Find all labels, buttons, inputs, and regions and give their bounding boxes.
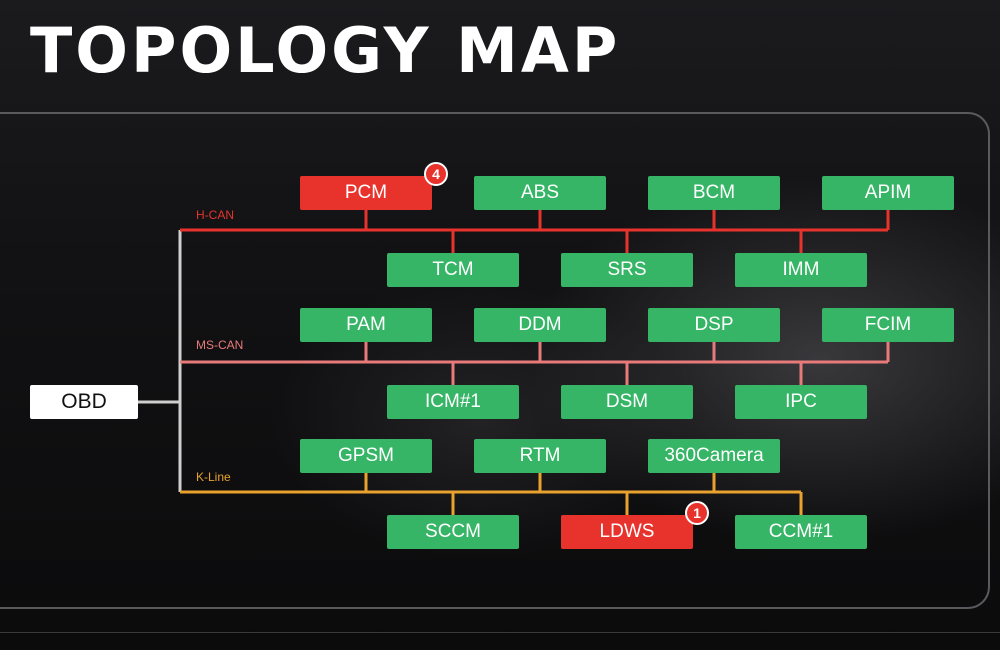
module-gpsm[interactable]: GPSM — [300, 439, 432, 473]
module-rtm[interactable]: RTM — [474, 439, 606, 473]
divider — [0, 632, 1000, 633]
module-tcm[interactable]: TCM — [387, 253, 519, 287]
module-ddm[interactable]: DDM — [474, 308, 606, 342]
module-apim[interactable]: APIM — [822, 176, 954, 210]
module-fcim[interactable]: FCIM — [822, 308, 954, 342]
module-pam[interactable]: PAM — [300, 308, 432, 342]
module-ipc[interactable]: IPC — [735, 385, 867, 419]
module-srs[interactable]: SRS — [561, 253, 693, 287]
fault-count-badge: 1 — [685, 501, 709, 525]
bus-label-mscan: MS-CAN — [196, 338, 244, 352]
obd-port[interactable]: OBD — [30, 385, 138, 419]
module-dsp[interactable]: DSP — [648, 308, 780, 342]
module-pcm[interactable]: PCM — [300, 176, 432, 210]
module-bcm[interactable]: BCM — [648, 176, 780, 210]
page-title: TOPOLOGY MAP — [30, 14, 621, 87]
bus-label-hcan: H-CAN — [196, 208, 234, 222]
module-abs[interactable]: ABS — [474, 176, 606, 210]
module-dsm[interactable]: DSM — [561, 385, 693, 419]
module-imm[interactable]: IMM — [735, 253, 867, 287]
fault-count-badge: 4 — [424, 162, 448, 186]
bus-label-kline: K-Line — [196, 470, 231, 484]
module-icm1[interactable]: ICM#1 — [387, 385, 519, 419]
module-ldws[interactable]: LDWS — [561, 515, 693, 549]
module-sccm[interactable]: SCCM — [387, 515, 519, 549]
module-360camera[interactable]: 360Camera — [648, 439, 780, 473]
module-ccm1[interactable]: CCM#1 — [735, 515, 867, 549]
diagram-frame — [0, 112, 990, 609]
